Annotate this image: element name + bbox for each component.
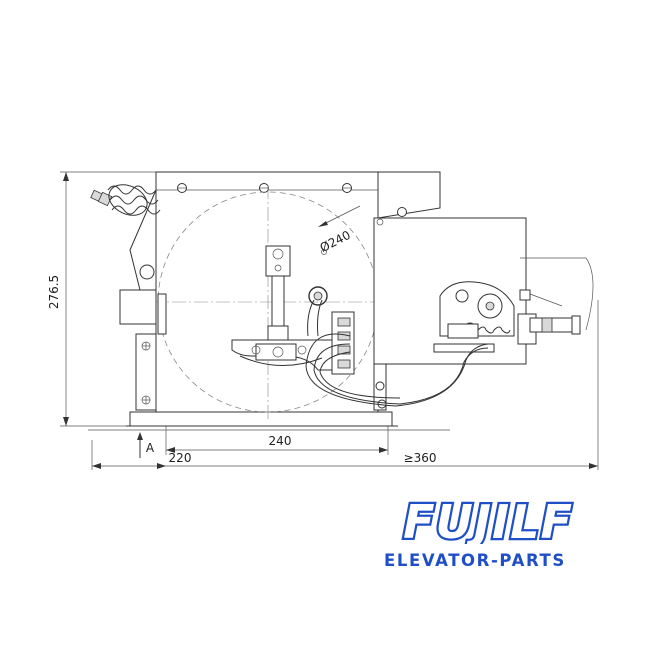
fujilf-logo: FUJILF — [401, 498, 574, 544]
spring-assembly — [90, 184, 167, 411]
lever-linkage — [231, 245, 333, 371]
view-a-label: A — [146, 441, 155, 455]
dim-220-label: 220 — [169, 451, 192, 465]
switch-block — [331, 311, 355, 375]
brand-name: FUJILF — [403, 498, 573, 544]
dim-min-360-label: ≥360 — [404, 451, 437, 465]
dim-240-label: 240 — [269, 434, 292, 448]
dim-height-label: 276.5 — [47, 275, 61, 309]
wiring — [305, 299, 489, 407]
right-housing — [373, 207, 594, 411]
dimension-lines — [60, 171, 599, 470]
brand-subtitle: ELEVATOR-PARTS — [384, 551, 566, 570]
housing-plate — [126, 171, 441, 427]
